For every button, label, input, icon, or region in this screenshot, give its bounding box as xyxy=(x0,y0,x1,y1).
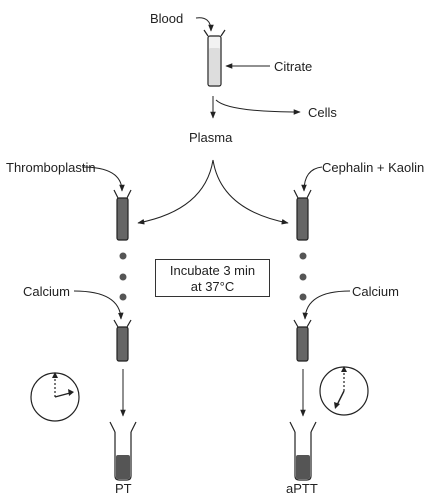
cells-label: Cells xyxy=(308,105,337,120)
pt-incubation-dots xyxy=(119,252,127,301)
blood-label: Blood xyxy=(150,11,184,26)
calcium-right-label: Calcium xyxy=(352,284,399,299)
pt-clock-icon xyxy=(30,372,80,422)
pt-clot-tube-icon xyxy=(109,421,137,481)
aptt-clot-tube-icon xyxy=(289,421,317,481)
plasma-to-pt-arrow xyxy=(137,159,214,225)
blood-tube-icon xyxy=(203,29,226,87)
incubate-line-1: Incubate 3 min xyxy=(169,263,256,278)
citrate-label: Citrate xyxy=(274,59,313,74)
plasma-to-aptt-arrow xyxy=(212,159,289,225)
calcium-left-arrow xyxy=(73,290,124,320)
pt-label: PT xyxy=(115,481,132,496)
aptt-label: aPTT xyxy=(286,481,318,496)
calcium-right-arrow xyxy=(302,290,351,320)
aptt-incubation-dots xyxy=(299,252,307,301)
aptt-clock-icon xyxy=(319,366,369,416)
thromboplastin-arrow xyxy=(81,166,125,192)
plasma-label: Plasma xyxy=(189,130,233,145)
incubate-box: Incubate 3 min at 37°C xyxy=(155,259,270,297)
cephalin-kaolin-label: Cephalin + Kaolin xyxy=(322,160,425,175)
aptt-tube-1-icon xyxy=(293,189,312,241)
thromboplastin-label: Thromboplastin xyxy=(6,160,96,175)
cephalin-kaolin-arrow xyxy=(301,166,323,192)
pt-tube-1-icon xyxy=(113,189,132,241)
aptt-tube-2-icon xyxy=(293,319,312,362)
incubate-line-2: at 37°C xyxy=(190,279,235,294)
blood-arrow xyxy=(195,17,214,32)
pt-tube-2-icon xyxy=(113,319,132,362)
cells-arrow xyxy=(215,99,301,115)
calcium-left-label: Calcium xyxy=(23,284,70,299)
